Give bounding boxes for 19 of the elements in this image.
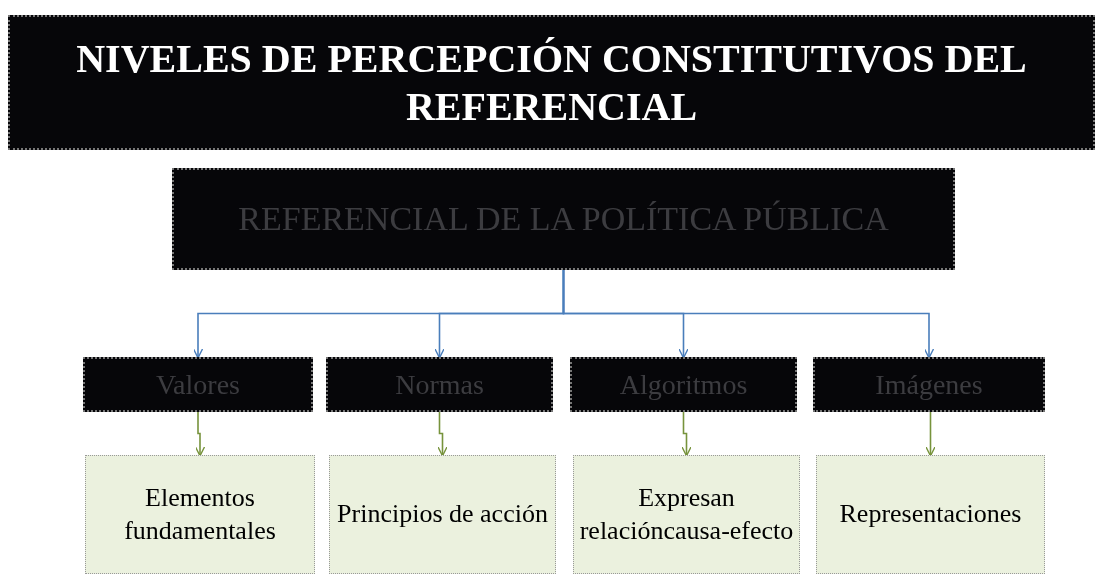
description-box [816,455,1045,574]
category-box [172,168,955,270]
arrow [681,411,692,457]
box-label: Representaciones [839,498,1022,531]
box-label: Elementos fundamentales [123,482,277,547]
description-box [573,455,800,574]
description-box [329,455,556,574]
box-label: Expresan relacióncausa-efecto [578,482,795,547]
category-box [570,357,797,412]
description-box [85,455,315,574]
arrow [194,411,206,457]
category-box [813,357,1045,412]
title-banner: NIVELES DE PERCEPCIÓN CONSTITUTIVOS DEL REFERENCIAL [8,15,1095,150]
category-box [326,357,553,412]
category-box [83,357,313,412]
arrow [562,269,935,359]
arrow [925,411,936,457]
box-label: Principios de acción [337,498,548,531]
arrow [437,411,448,457]
